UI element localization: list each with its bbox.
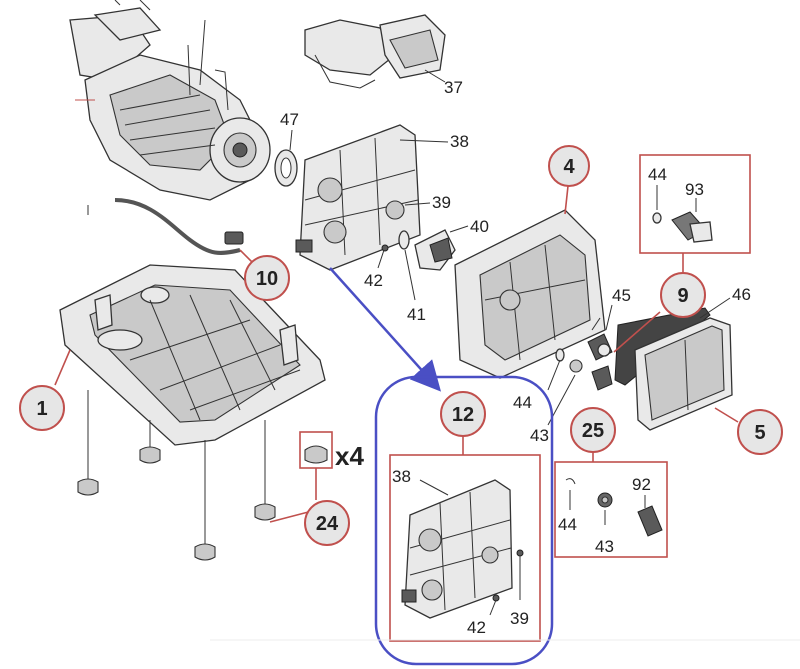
base-tray-1 [59,264,326,446]
callout-4: 4 [548,145,590,187]
kit-25-box [554,448,668,558]
kit-part-number-92: 92 [632,475,651,494]
callout-5: 5 [737,409,783,455]
part-number-38: 38 [450,132,469,151]
part-37-assembly [304,14,446,89]
part-number-93: 93 [685,180,704,199]
part-10-sensor [224,231,253,263]
svg-text:1: 1 [36,398,47,420]
callout-9: 9 [660,272,706,318]
part-number-37: 37 [444,78,463,97]
part-number-45: 45 [612,286,631,305]
kit-part-number-38: 38 [392,467,411,486]
quantity-x4: x4 [335,441,364,471]
part-number-44a: 44 [648,165,667,184]
parts-43-45-fittings [547,304,613,426]
svg-text:12: 12 [452,404,474,426]
part-number-43: 43 [530,426,549,445]
svg-text:25: 25 [582,420,604,442]
kit-part-number-42: 42 [467,618,486,637]
part-number-40: 40 [470,217,489,236]
part-41-oring [398,230,416,301]
hose [114,198,241,255]
kit-part-number-39: 39 [510,609,529,628]
highlight-kit-12 [329,267,554,666]
pump-motor-assembly [69,0,271,201]
kit-9-box [613,154,751,353]
callout-12: 12 [440,391,486,437]
kit-24-box [269,431,333,523]
part-number-46: 46 [732,285,751,304]
part-42-screw [381,244,389,252]
part-47-ring [274,129,298,187]
svg-text:9: 9 [677,285,688,307]
part-number-39: 39 [432,193,451,212]
part-number-44b: 44 [513,393,532,412]
lid-5 [614,297,739,431]
callout-24: 24 [304,500,350,546]
callout-25: 25 [570,407,616,453]
kit-part-number-43: 43 [595,537,614,556]
base-feet [77,390,276,561]
callout-1: 1 [19,385,65,431]
svg-text:5: 5 [754,422,765,444]
svg-text:24: 24 [316,513,339,535]
kit-part-number-44: 44 [558,515,577,534]
callout-10: 10 [244,255,290,301]
svg-text:10: 10 [256,268,278,290]
front-cover-4 [454,185,606,379]
valve-body-38 [295,124,449,271]
part-40-fitting [414,225,469,271]
part-number-47: 47 [280,110,299,129]
part-number-42: 42 [364,271,383,290]
part-number-41: 41 [407,305,426,324]
svg-text:4: 4 [563,156,575,178]
